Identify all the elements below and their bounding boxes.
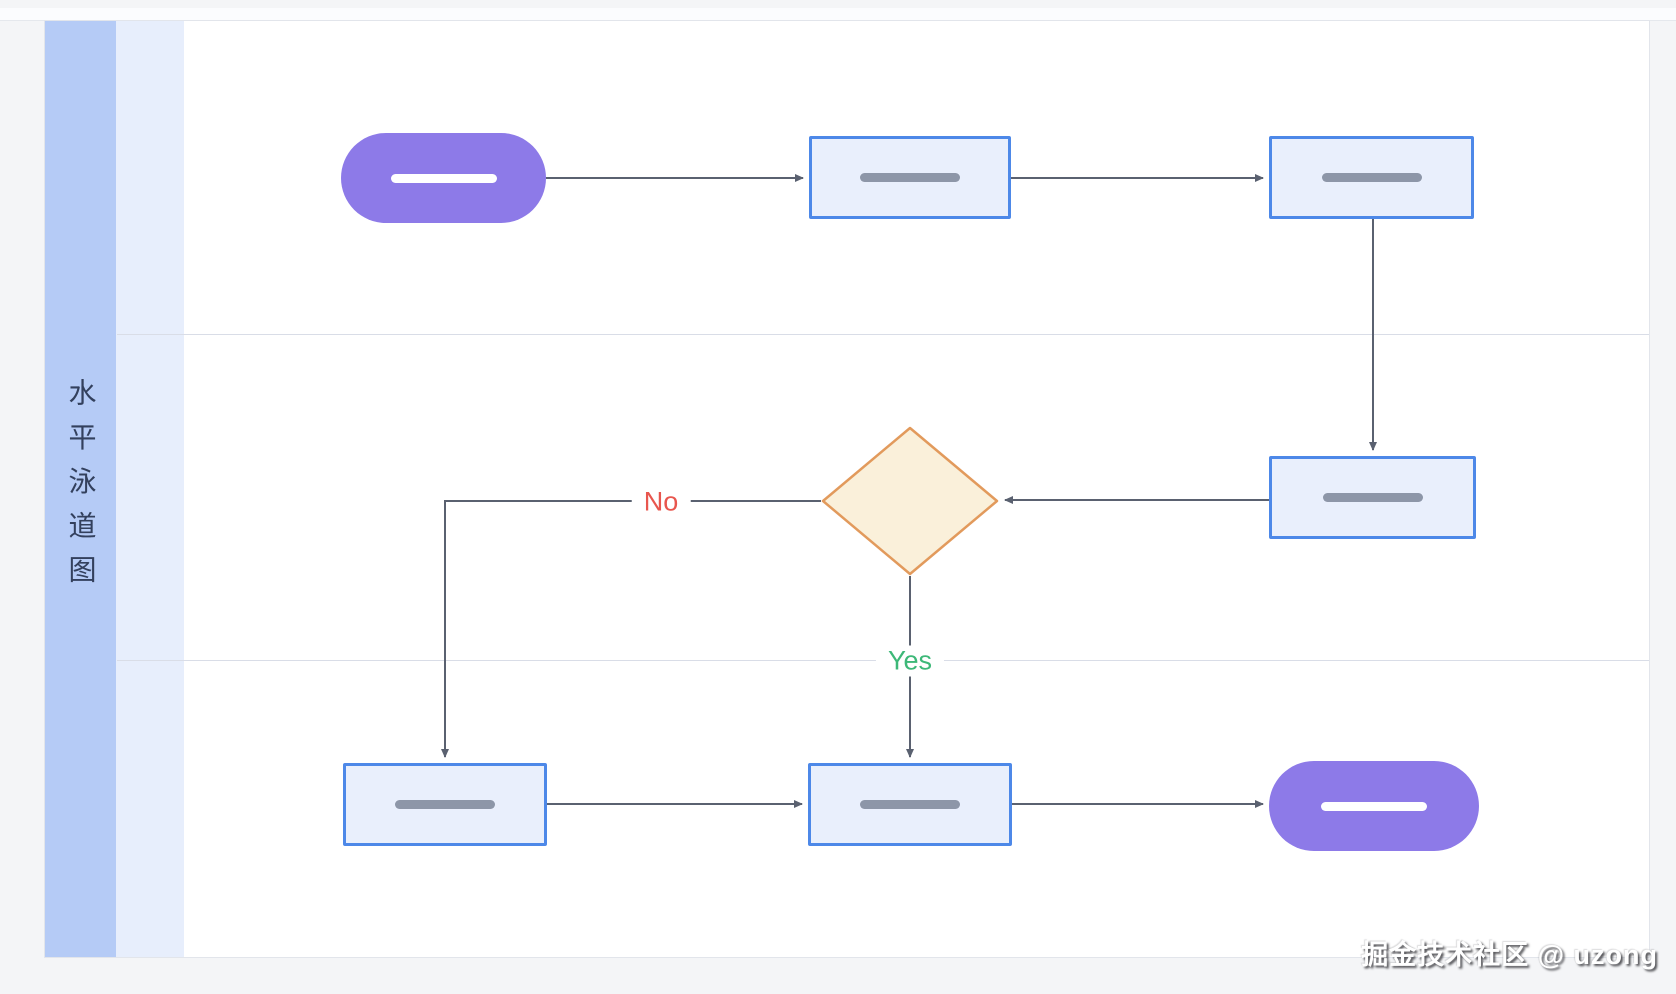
- text-placeholder-bar: [395, 800, 495, 809]
- text-placeholder-bar: [860, 800, 960, 809]
- lane-title-column: 水平泳道图: [45, 21, 116, 957]
- lane-divider: [117, 334, 1649, 335]
- decision-diamond-shape: [821, 426, 999, 576]
- text-placeholder-bar: [390, 173, 497, 183]
- text-placeholder-bar: [860, 173, 960, 182]
- node-process-2[interactable]: [1269, 136, 1474, 219]
- text-placeholder-bar: [1321, 801, 1427, 811]
- text-placeholder-bar: [1321, 173, 1422, 182]
- watermark: 掘金技术社区 @ uzong: [1361, 940, 1658, 970]
- node-process-1[interactable]: [809, 136, 1011, 219]
- swimlane-canvas: 水平泳道图: [44, 20, 1650, 958]
- diagram-title: 水平泳道图: [65, 378, 97, 600]
- text-placeholder-bar: [1322, 493, 1423, 502]
- node-decision-diamond[interactable]: [821, 426, 999, 576]
- edge-label-yes: Yes: [875, 645, 945, 677]
- node-process-4[interactable]: [343, 763, 547, 846]
- node-process-5[interactable]: [808, 763, 1012, 846]
- node-end-terminal[interactable]: [1269, 761, 1479, 851]
- edge-label-no: No: [631, 486, 691, 518]
- node-start-terminal[interactable]: [341, 133, 546, 223]
- node-process-3[interactable]: [1269, 456, 1476, 539]
- lane-subheader-column: [116, 21, 184, 957]
- edge-decision-no-to-process4: [441, 500, 821, 758]
